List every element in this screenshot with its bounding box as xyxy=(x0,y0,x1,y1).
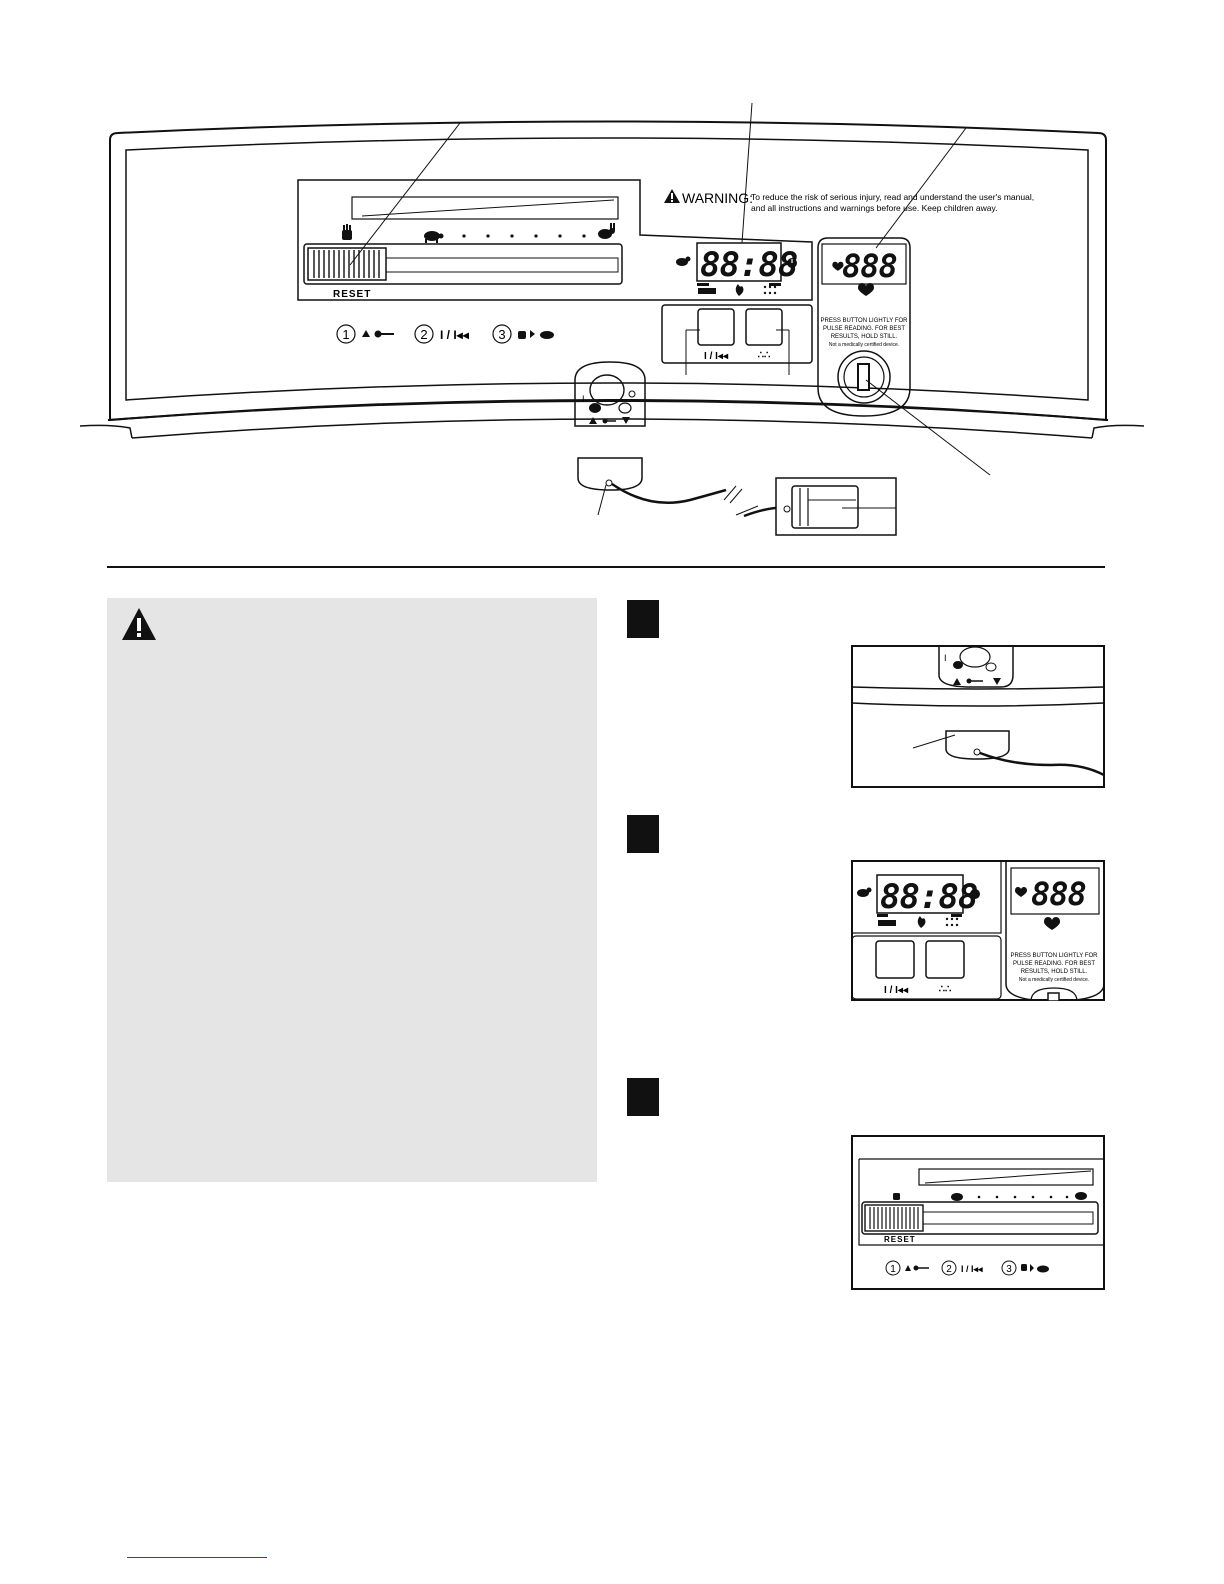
time-display: 88:88 xyxy=(700,245,797,285)
turtle-icon xyxy=(424,231,444,243)
flame-icon xyxy=(735,284,744,296)
key-icon xyxy=(374,330,394,338)
clock-icon xyxy=(787,258,797,268)
rabbit-small-icon xyxy=(676,256,691,266)
steps-legend: 1 2 I / I◂◂ 3 xyxy=(336,324,554,344)
fig2-pulse-line-3: RESULTS, HOLD STILL. xyxy=(1021,969,1088,975)
fig2-pulse-display: 888 xyxy=(1031,875,1086,913)
console-illustration: RESET WARNING: To reduce the risk of ser… xyxy=(79,102,1145,536)
fig2-display-button xyxy=(925,940,965,979)
fig3-step-1: 1 xyxy=(890,1264,896,1275)
pulse-sensor-button[interactable] xyxy=(837,350,891,404)
hand-icon xyxy=(342,224,352,240)
fig2-pulse-line-4: Not a medically certified device. xyxy=(1019,977,1089,983)
rabbit-icon xyxy=(598,223,615,239)
pulse-instructions-line-3: RESULTS, HOLD STILL. xyxy=(831,334,898,340)
pulse-instructions-line-2: PULSE READING. FOR BEST xyxy=(823,326,905,332)
fig2-time-display: 88:88 xyxy=(880,877,977,917)
figure-2-display: 88:88 I / I◂◂ ∴∴ 888 PRESS BUTTON LIGHTL… xyxy=(851,860,1105,1001)
step-3-marker: 3 xyxy=(498,327,505,342)
fig2-start-label: I / I◂◂ xyxy=(884,985,909,996)
pace-dots-icon xyxy=(763,285,777,295)
step-3-marker-square xyxy=(627,1078,659,1116)
fig2-pulse-line-2: PULSE READING. FOR BEST xyxy=(1013,961,1095,967)
caution-callout-box xyxy=(107,598,597,1182)
fig3-reset-label: RESET xyxy=(884,1235,916,1244)
reset-slider-knob xyxy=(307,247,387,281)
callout-leaders xyxy=(349,102,991,516)
step-2-marker-square xyxy=(627,815,659,853)
svg-text:I / I◂◂: I / I◂◂ xyxy=(440,328,470,342)
fig2-start-button xyxy=(875,940,915,979)
warning-triangle-icon xyxy=(664,189,680,203)
svg-text:I / I◂◂: I / I◂◂ xyxy=(961,1264,983,1274)
footer-link-underline xyxy=(127,1557,267,1558)
pulse-instructions-line-4: Not a medically certified device. xyxy=(829,342,899,348)
heart-small-icon xyxy=(832,261,844,271)
heart-icon xyxy=(858,283,874,296)
warning-word: WARNING: xyxy=(682,190,753,206)
step-2-marker: 2 xyxy=(420,327,427,342)
key-panel-mark: I xyxy=(582,394,585,404)
pulse-instructions-line-1: PRESS BUTTON LIGHTLY FOR xyxy=(820,318,908,324)
display-button-label: ∴∴ xyxy=(758,350,771,361)
fig3-step-2: 2 xyxy=(946,1264,952,1275)
figure-1-key-panel: I xyxy=(851,645,1105,788)
start-button-label: I / I◂◂ xyxy=(704,351,729,362)
step-1-marker: 1 xyxy=(342,327,349,342)
section-divider xyxy=(107,566,1105,568)
warning-line-1: To reduce the risk of serious injury, re… xyxy=(751,192,1034,202)
display-button[interactable] xyxy=(745,308,783,346)
warning-line-2: and all instructions and warnings before… xyxy=(751,203,998,213)
reset-label: RESET xyxy=(333,289,371,300)
fig2-display-label: ∴∴ xyxy=(939,984,952,995)
fig2-pulse-line-1: PRESS BUTTON LIGHTLY FOR xyxy=(1010,953,1098,959)
figure-3-speed-slider: RESET 1 2 I / I◂◂ 3 xyxy=(851,1135,1105,1290)
fig3-step-3: 3 xyxy=(1006,1264,1012,1275)
speed-scale xyxy=(462,234,586,238)
fig1-key-panel-mark: I xyxy=(944,653,947,663)
step-1-marker-square xyxy=(627,600,659,638)
start-button[interactable] xyxy=(697,308,735,346)
distance-icon xyxy=(698,288,716,294)
pulse-display: 888 xyxy=(842,247,897,285)
warning-triangle-icon xyxy=(122,608,156,640)
